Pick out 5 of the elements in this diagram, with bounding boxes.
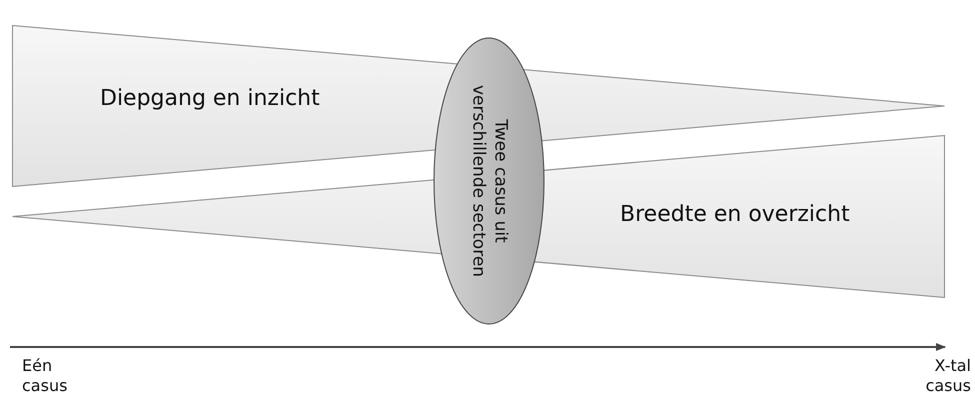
ellipse-label: Twee casus uit verschillende sectoren <box>468 84 512 280</box>
axis-label: X-tal casus <box>924 356 971 396</box>
wedge-label: Diepgang en inzicht <box>100 85 320 113</box>
wedge-label: Breedte en overzicht <box>620 201 850 229</box>
axis-label: Eén casus <box>22 356 68 396</box>
